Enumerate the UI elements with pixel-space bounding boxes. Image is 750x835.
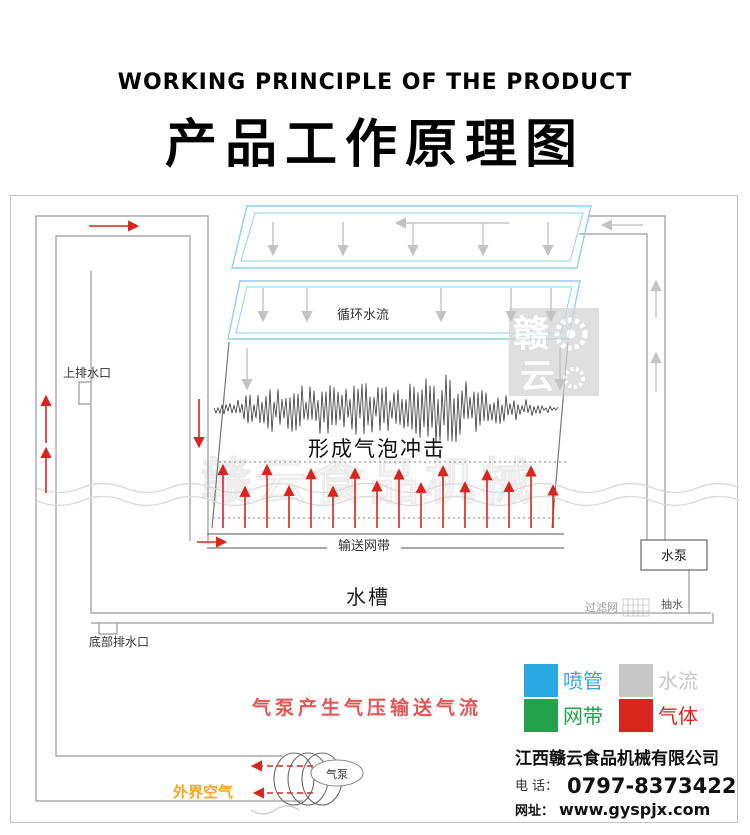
title-chinese: 产品工作原理图 — [164, 115, 585, 175]
legend-swatch-mesh-belt — [524, 699, 558, 732]
principle-diagram: 赣云食品机械 — [35, 205, 742, 819]
watermark-gear-small — [563, 367, 585, 389]
right-water-pipe-outer — [589, 215, 666, 540]
tank-left-wall — [211, 341, 230, 529]
air-pump-label-bubble — [310, 759, 364, 787]
legend-label-gas: 气体 — [658, 704, 698, 728]
label-bg — [327, 538, 401, 552]
label-bubble-impact: 形成气泡冲击 — [308, 437, 446, 461]
label-conveyor-belt: 输送网带 — [338, 538, 390, 554]
right-water-pipe-inner — [579, 233, 648, 540]
air-intake-squiggle — [250, 805, 300, 815]
legend-label-mesh-belt: 网带 — [563, 704, 603, 728]
phone-label: 电 话： — [515, 779, 558, 794]
watermark-logo-char2: 云 — [520, 357, 554, 397]
water-pump: 水泵 — [640, 539, 708, 571]
water-pump-box — [640, 539, 708, 571]
left-air-pipe-outer — [35, 215, 303, 802]
legend: 喷管 水流 网带 气体 — [524, 664, 698, 732]
website-url: www.gyspjx.com — [559, 800, 710, 819]
water-pump-label: 水泵 — [661, 549, 687, 564]
company-name: 江西赣云食品机械有限公司 — [515, 748, 719, 769]
watermark-gear-hub — [566, 329, 576, 339]
left-air-pipe-inner — [55, 235, 283, 757]
legend-swatch-gas — [619, 699, 653, 732]
filter-mesh-box — [622, 598, 650, 617]
watermark-logo: 赣 云 — [509, 308, 599, 397]
pipes — [35, 215, 714, 815]
label-upper-drain: 上排水口 — [63, 366, 111, 380]
tank-bottom-outer — [91, 613, 714, 624]
legend-swatch-spray-pipe — [524, 664, 558, 697]
water-surface-waves — [36, 482, 742, 507]
legend-swatch-water-flow — [619, 664, 653, 697]
air-flow-arrows — [40, 220, 313, 799]
legend-label-water-flow: 水流 — [658, 669, 698, 693]
watermark-logo-char1: 赣 — [513, 314, 550, 355]
phone-number: 0797-8373422 — [567, 774, 736, 798]
label-circulating-water: 循环水流 — [337, 308, 389, 323]
watermark-gear-large — [554, 317, 588, 351]
filter-mesh-grid — [623, 599, 649, 616]
upper-drain-notch — [78, 381, 91, 405]
label-outside-air: 外界空气 — [172, 783, 233, 801]
bubble-impact-waveform — [213, 374, 559, 443]
legend-label-spray-pipe: 喷管 — [563, 669, 603, 693]
label-pump-water: 抽水 — [661, 597, 683, 611]
label-bg — [325, 306, 401, 322]
top-spray-panel-inner — [240, 212, 584, 262]
filter-mesh — [622, 598, 650, 617]
air-pump-label: 气泵 — [326, 767, 348, 781]
top-spray-panel-outer — [231, 205, 592, 269]
label-air-caption: 气泵产生气压输送气流 — [251, 696, 482, 719]
air-bubble-arrows — [217, 463, 559, 528]
labels: 循环水流 上排水口 形成气泡冲击 输送网带 水槽 底部排水口 过滤网 抽水 外界… — [63, 306, 683, 801]
title-english: WORKING PRINCIPLE OF THE PRODUCT — [117, 70, 633, 95]
water-flow-arrows — [241, 217, 662, 392]
label-bottom-drain: 底部排水口 — [89, 634, 149, 649]
company-info: 江西赣云食品机械有限公司 电 话： 0797-8373422 网址： www.g… — [515, 748, 736, 819]
air-pump: 气泵 — [273, 752, 364, 806]
website-label: 网址： — [515, 803, 554, 819]
label-water-tank: 水槽 — [346, 585, 390, 609]
label-filter-mesh: 过滤网 — [585, 601, 618, 614]
diagram-frame: 赣云食品机械 — [10, 195, 742, 823]
bottom-drain-notch — [98, 623, 118, 635]
